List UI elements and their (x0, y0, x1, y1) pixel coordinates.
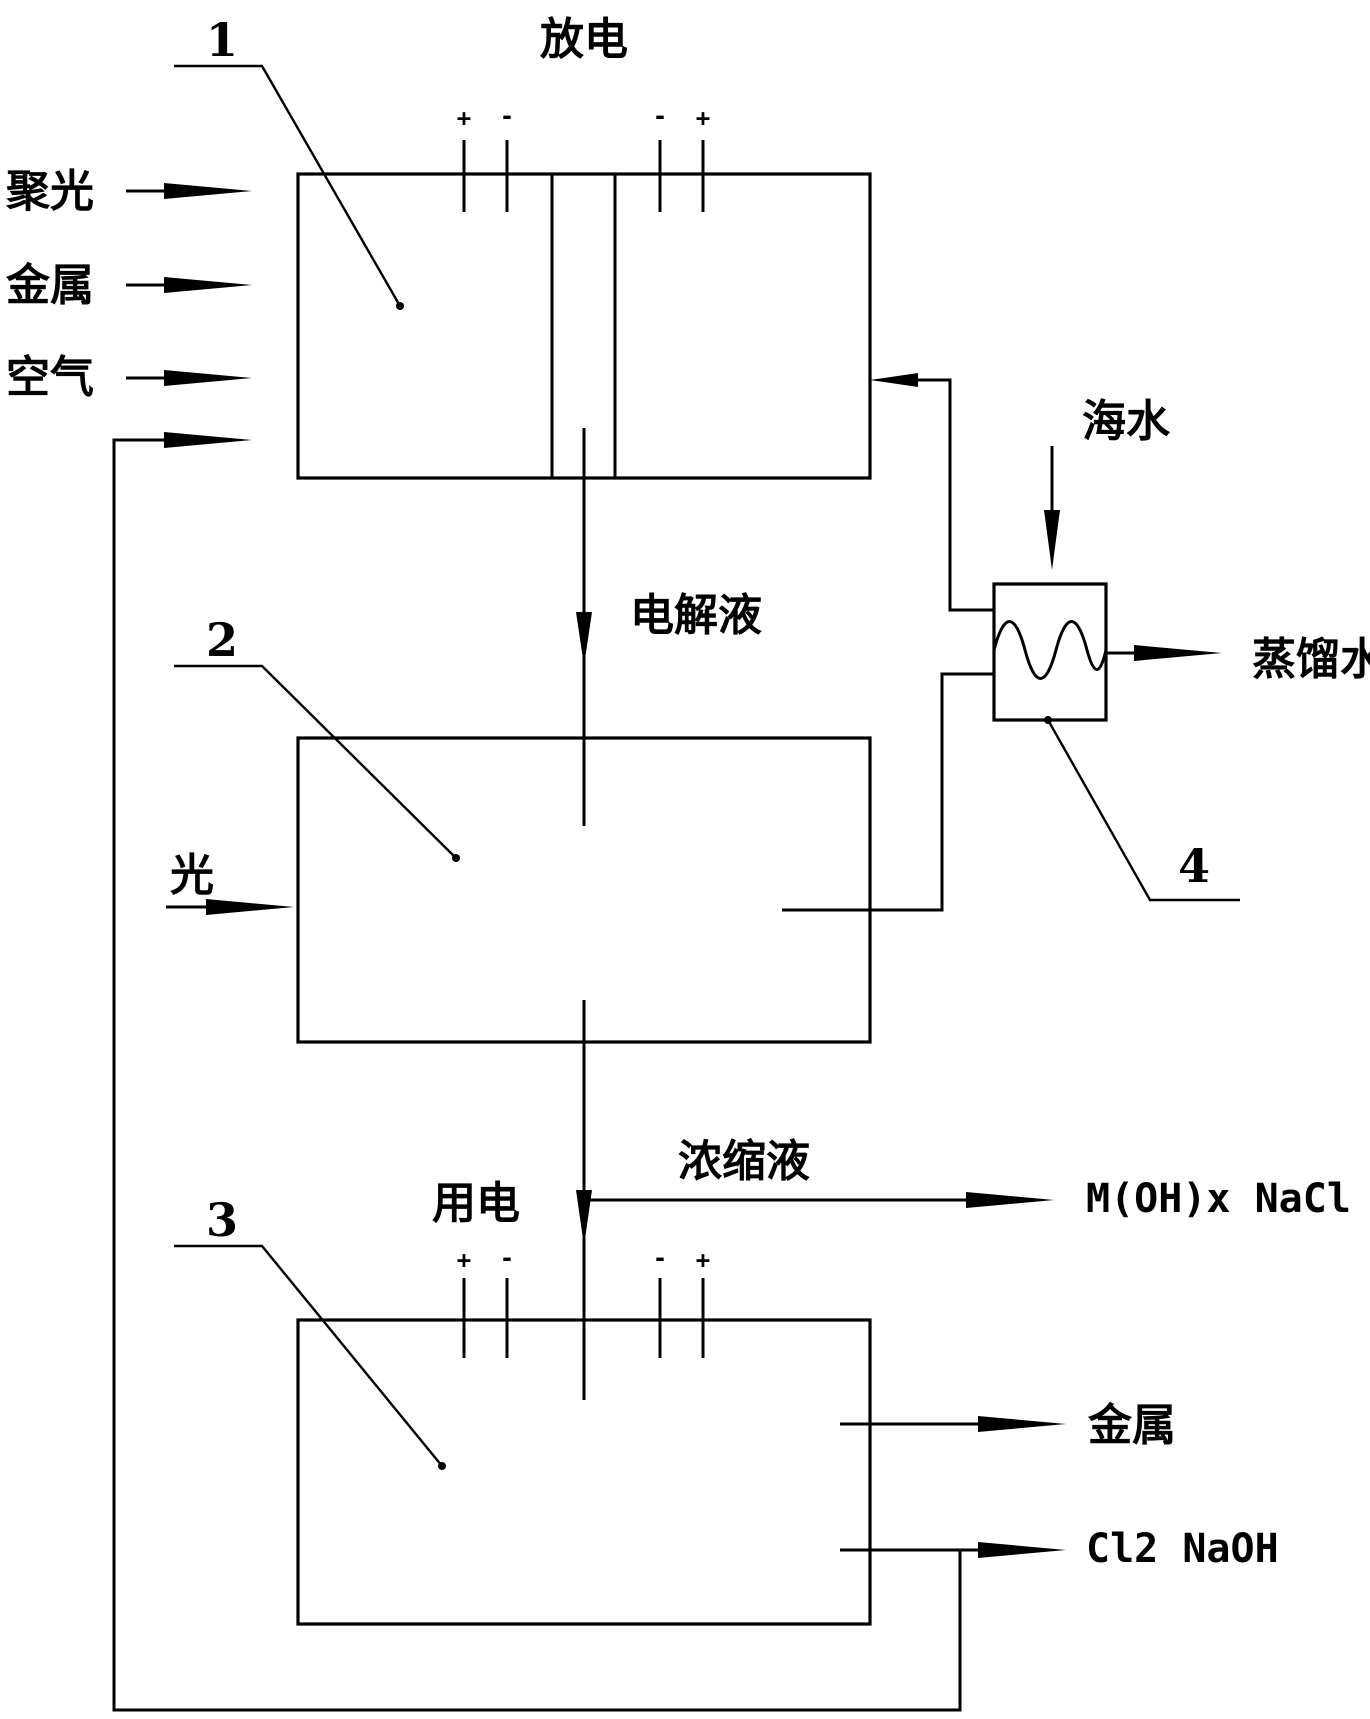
concentrate-flow: 浓缩液 M(OH)x NaCl (576, 1000, 1351, 1400)
unit-1-plus-sign-left: + (457, 104, 471, 132)
unit-1-discharge-cell: + - - + 放电 1 (174, 13, 872, 480)
unit-3-electrolysis-cell: + - - + 用电 3 金属 Cl2 NaOH (174, 1178, 1279, 1626)
unit-3-box (296, 1318, 872, 1626)
recycle-loop-line (112, 438, 962, 1712)
concentrate-label: 浓缩液 (678, 1136, 810, 1187)
unit-4-box (992, 582, 1108, 722)
unit-3-number: 3 (206, 1193, 238, 1247)
electrolyte-flow: 电解液 (576, 428, 762, 826)
concentrated-light-arrowhead (164, 183, 252, 199)
hydroxide-salt-label: M(OH)x NaCl (1086, 1176, 1351, 1222)
unit-3-minus-sign-right: - (653, 1244, 667, 1272)
hydroxide-output-arrowhead (966, 1192, 1054, 1208)
electrolyte-label: 电解液 (630, 590, 762, 641)
unit-3-plus-sign-left: + (457, 1246, 471, 1274)
unit-3-plus-sign-right: + (696, 1246, 710, 1274)
unit-4-number: 4 (1178, 839, 1210, 893)
electrolyte-arrowhead (576, 612, 592, 666)
unit-2-number: 2 (206, 613, 238, 667)
recycle-arrowhead (164, 432, 252, 448)
concentrate-arrowhead (576, 1190, 592, 1246)
unit-1-leader-dot (396, 302, 404, 310)
unit-4-to-unit-1-arrowhead (870, 373, 918, 387)
unit-3-minus-sign-left: - (500, 1244, 514, 1272)
unit-2-to-unit-4-line (782, 672, 994, 912)
unit-1-minus-sign-right: - (653, 102, 667, 130)
heat-exchanger-coil-icon (992, 620, 1108, 680)
unit-1-number: 1 (206, 13, 238, 67)
unit-2-leader-line (174, 664, 457, 859)
unit-4-leader-dot (1044, 716, 1052, 724)
unit-1-leader-line (174, 64, 402, 307)
metal-input-label: 金属 (5, 260, 94, 311)
unit-1-inputs: 聚光 金属 空气 (5, 166, 962, 1712)
air-label: 空气 (6, 352, 94, 403)
unit-4-heat-exchanger: 海水 蒸馏水 4 (870, 373, 1370, 902)
unit-2-photo-cell: 2 光 (166, 613, 994, 1044)
concentrated-light-label: 聚光 (5, 166, 94, 217)
unit-1-plus-sign-right: + (696, 104, 710, 132)
metal-input-arrowhead (164, 277, 252, 293)
use-power-label: 用电 (432, 1178, 520, 1229)
distilled-water-arrowhead (1134, 645, 1222, 661)
chlorine-output-arrowhead (978, 1542, 1066, 1558)
distilled-water-label: 蒸馏水 (1252, 634, 1370, 685)
chlorine-naoh-label: Cl2 NaOH (1086, 1526, 1279, 1572)
unit-1-minus-sign-left: - (500, 102, 514, 130)
air-arrowhead (164, 370, 252, 386)
unit-3-leader-line (174, 1244, 443, 1467)
seawater-label: 海水 (1082, 396, 1171, 447)
light-arrowhead (206, 899, 294, 915)
light-label: 光 (170, 850, 214, 901)
unit-4-leader-line (1046, 719, 1240, 902)
unit-4-to-unit-1-line (880, 378, 994, 612)
unit-3-leader-dot (438, 1462, 446, 1470)
unit-2-leader-dot (452, 854, 460, 862)
seawater-arrowhead (1044, 510, 1060, 570)
metal-output-arrowhead (978, 1416, 1066, 1432)
metal-output-label: 金属 (1087, 1400, 1176, 1451)
discharge-label: 放电 (540, 14, 628, 65)
